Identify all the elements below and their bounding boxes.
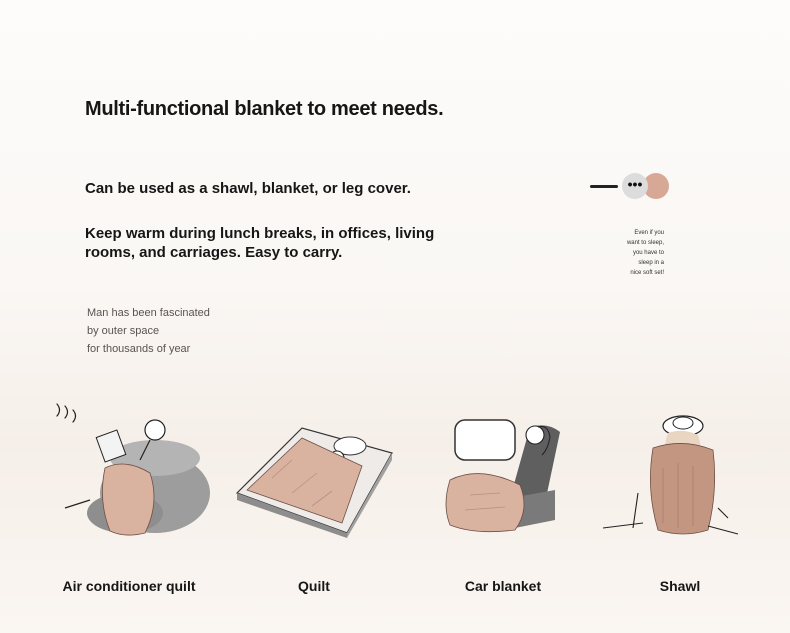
chat-indicator: ••• <box>590 172 670 202</box>
chat-message-line: sleep in a <box>638 260 664 266</box>
use-label-quilt: Quilt <box>298 578 330 594</box>
feature-text-scenarios: Keep warm during lunch breaks, in office… <box>85 225 435 261</box>
dash-line <box>590 185 618 188</box>
quote-line: by outer space <box>87 325 160 337</box>
chat-message-line: want to sleep, <box>626 240 664 246</box>
use-label-shawl: Shawl <box>659 578 701 594</box>
typing-bubble <box>622 173 648 199</box>
use-label-car-blanket: Car blanket <box>464 578 542 594</box>
person-sleeping-on-mattress-icon <box>235 427 393 538</box>
chat-message: Even if you want to sleep, you have to s… <box>600 228 664 278</box>
chat-message-line: you have to <box>632 250 664 256</box>
person-wearing-shawl-icon <box>602 415 739 535</box>
quote-line: Man has been fascinated <box>87 307 210 319</box>
page-title: Multi-functional blanket to meet needs. <box>85 98 444 120</box>
use-label-air-conditioner-quilt: Air conditioner quilt <box>62 578 196 594</box>
chat-message-line: nice soft set! <box>630 270 664 276</box>
chat-message-line: Even if you <box>634 230 664 236</box>
feature-text-usage: Can be used as a shawl, blanket, or leg … <box>85 180 411 197</box>
quote-text: Man has been fascinated by outer space f… <box>87 304 210 358</box>
person-reading-on-beanbag-icon <box>56 403 210 536</box>
person-in-car-seat-icon <box>445 419 560 533</box>
ellipsis-icon: ••• <box>627 176 643 192</box>
quote-line: for thousands of year <box>87 343 191 355</box>
